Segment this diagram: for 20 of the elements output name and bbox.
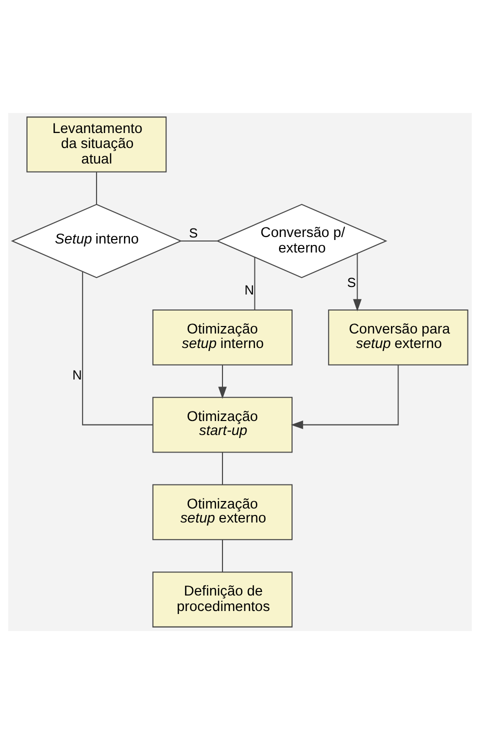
connector xyxy=(222,452,223,484)
edge-label: N xyxy=(72,367,82,382)
edge-label: N xyxy=(244,282,254,297)
arrow xyxy=(218,364,227,398)
node-box: Otimização setup externo xyxy=(152,484,293,540)
arrow xyxy=(290,364,399,429)
node-box: Conversão para setup externo xyxy=(328,309,468,365)
connector xyxy=(222,539,223,572)
node-diamond: Setup interno xyxy=(10,203,182,278)
node-diamond: Conversão p/ externo xyxy=(216,203,388,278)
connector xyxy=(82,271,153,425)
edge-label: S xyxy=(188,224,198,240)
node-box: Otimização setup interno xyxy=(152,309,293,365)
connector xyxy=(96,172,98,204)
node-box: Otimização start-up xyxy=(152,396,293,452)
node-box: Definição de procedimentos xyxy=(152,571,293,627)
connector xyxy=(254,256,256,310)
node-box: Levantamento da situação atual xyxy=(26,116,167,172)
arrow xyxy=(353,253,362,311)
connector xyxy=(180,240,218,241)
